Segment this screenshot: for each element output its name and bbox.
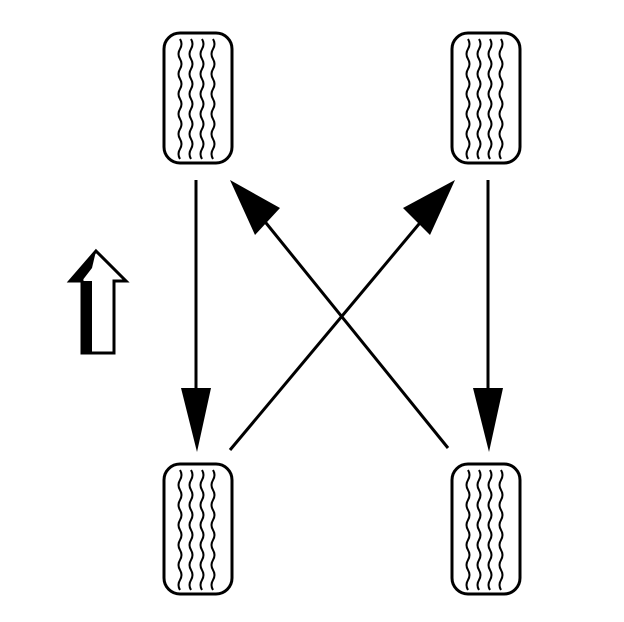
forward-arrow-icon: [66, 248, 130, 355]
rear-left-tire: [162, 462, 234, 596]
front-left-tire: [162, 31, 234, 165]
arrow-front-left-to-rear-left: [181, 180, 211, 452]
arrow-rear-right-to-front-left: [230, 180, 450, 449]
front-right-tire: [450, 31, 522, 165]
arrow-front-right-to-rear-right: [473, 180, 503, 452]
arrow-rear-left-to-front-right: [228, 180, 455, 451]
rear-right-tire: [450, 462, 522, 596]
